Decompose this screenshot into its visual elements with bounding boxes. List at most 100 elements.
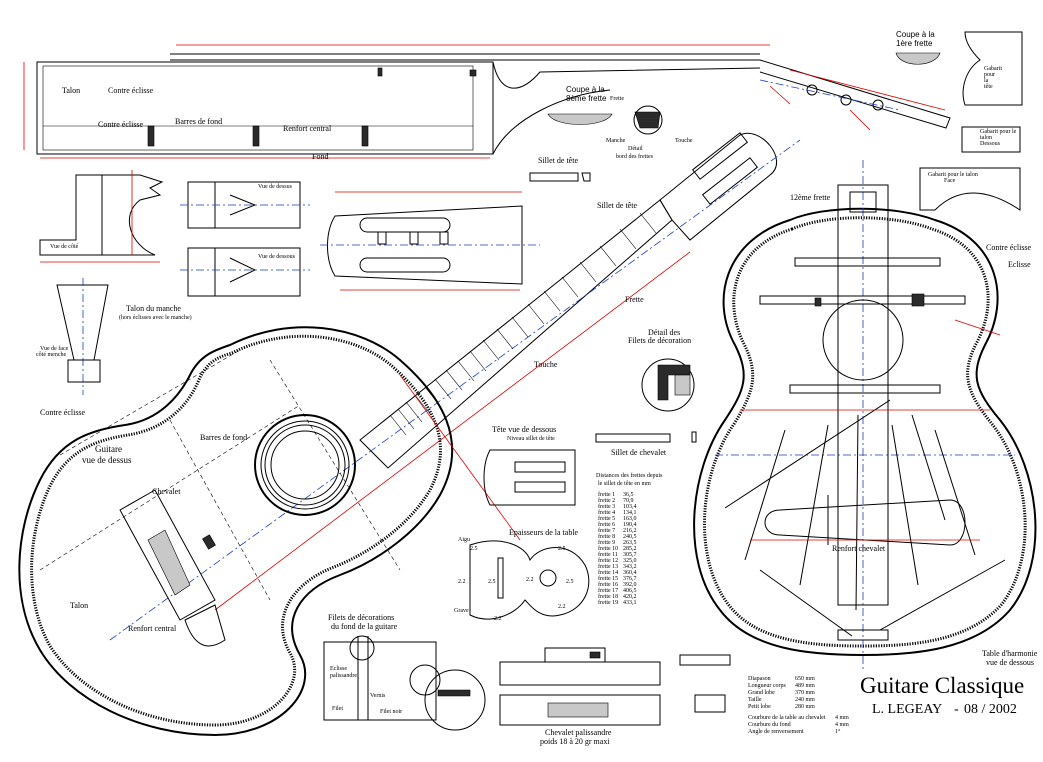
fret-row-value: 433,1 (623, 600, 637, 606)
spec-name: Diapason (748, 676, 771, 682)
label-vue-de-dessus-heel: Vue de dessus (258, 184, 293, 190)
fret1-section: Coupe à la 1ère frette (895, 30, 941, 65)
fret-row-name: frette 16 (598, 581, 618, 588)
thickness-value: 2.5 (488, 579, 496, 585)
head-underside: Tête vue de dessous Niveau sillet de têt… (483, 425, 697, 506)
label-barres-de-fond-top: Barres de fond (200, 433, 247, 442)
fret-row-name: frette 7 (598, 527, 615, 534)
fret-row-value: 376,7 (623, 576, 637, 582)
label-sillet-de-chevalet: Sillet de chevalet (611, 448, 667, 457)
fret-row-value: 134,1 (623, 510, 637, 516)
label-talon-top: Talon (70, 601, 88, 610)
label-vue-de-dessus: vue de dessus (82, 455, 132, 465)
fret-table-heading: Distances des frettes depuis (596, 472, 663, 479)
fret-row-name: frette 10 (598, 545, 618, 552)
label-12eme-frette: 12ème frette (790, 193, 831, 202)
label-gabarit-talon: Gabarit pour le (980, 129, 1017, 135)
spec-value: 240 mm (795, 697, 815, 703)
label-table-harmonie: Table d'harmonie (982, 649, 1038, 658)
thickness-value: 2.2 (558, 604, 566, 610)
label-barres-de-fond: Barres de fond (175, 117, 222, 126)
title-author: L. LEGEAY (872, 702, 942, 717)
label-chevalet-poids: poids 18 à 20 gr maxi (540, 737, 610, 746)
bridge-views: Chevalet palissandre poids 18 à 20 gr ma… (499, 647, 731, 746)
thickness-value: 2.5 (566, 579, 574, 585)
label-coupe-1: Coupe à la (896, 30, 935, 39)
label-vue-de-dessous-heel: Vue de dessous (258, 254, 296, 260)
label-talon-du-manche-sub: (hors éclisses avec le manche) (119, 314, 192, 321)
fret-row-value: 103,4 (623, 504, 637, 510)
label-eclisse-palissandre-b: palissandre (330, 673, 357, 679)
fret-row-name: frette 19 (598, 599, 618, 606)
label-detail-filets-b: Filets de décoration (628, 336, 691, 345)
label-vue-de-cote: Vue de côté (50, 244, 79, 250)
label-gabarit-face-b: Face (944, 178, 956, 184)
title-dash: - (954, 702, 959, 717)
label-coupe-1b: 1ère frette (896, 39, 933, 48)
label-filets-fond: Filets de décorations (328, 613, 394, 622)
label-detail-b: bord des frettes (616, 153, 654, 160)
label-talon-du-manche: Talon du manche (126, 304, 181, 313)
fret-row-name: frette 6 (598, 521, 615, 528)
fret-row-value: 240,5 (623, 534, 637, 540)
label-table-harmonie-b: vue de dessous (986, 658, 1034, 667)
fret-row-name: frette 13 (598, 563, 618, 570)
label-chevalet: Chevalet (152, 487, 181, 496)
spec2-value: 1° (835, 728, 841, 735)
label-renfort-central: Renfort central (283, 124, 332, 133)
label-renfort-central-top: Renfort central (128, 624, 177, 633)
label-talon: Talon (62, 86, 80, 95)
fret-row-value: 36,5 (623, 492, 634, 498)
label-touche: Touche (534, 360, 558, 369)
label-coupe-8: Coupe à la (566, 85, 605, 94)
label-frette-detail: Frette (610, 96, 624, 102)
heel-views: Vue de côté Vue de face côté menche Talo… (36, 170, 310, 395)
label-gabarit-face: Gabarit pour le talon (928, 172, 978, 178)
label-contre-eclisse-top: Contre éclisse (40, 408, 86, 417)
label-fond: Fond (312, 152, 328, 161)
fret-row-value: 343,2 (623, 564, 637, 570)
fret-row-name: frette 8 (598, 533, 615, 540)
spec2-name: Courbure de la table au chevalet (748, 715, 826, 721)
label-detail: Détail (628, 146, 643, 152)
label-filet: Filet (332, 706, 343, 712)
label-grave: Grave (454, 608, 469, 614)
head-side-section (759, 59, 951, 131)
spec-name: Grand lobe (748, 690, 775, 696)
fret-row-name: frette 3 (598, 503, 615, 510)
label-gabarit-talon-b: talon (980, 135, 992, 141)
fret-row-name: frette 1 (598, 491, 615, 498)
templates: Gabarit pour la tête Gabarit pour le tal… (919, 31, 1023, 211)
spec-name: Longueur corps (748, 683, 786, 689)
body-side-section: Talon Contre éclisse Contre éclisse Barr… (23, 44, 770, 161)
fret-table-heading-b: le sillet de tête en mm (598, 481, 651, 487)
thickness-value: 2.2 (494, 616, 502, 622)
soundboard-underside: 12ème frette Contre éclisse Eclisse Renf… (693, 160, 1038, 670)
headstock-top-view (320, 191, 540, 291)
fret-row-name: frette 4 (598, 509, 615, 516)
fret-row-name: frette 5 (598, 515, 615, 522)
label-guitare: Guitare (95, 444, 122, 454)
spec-value: 489 mm (795, 683, 815, 689)
back-purfling: Filets de décorations du fond de la guit… (323, 613, 486, 731)
fret-row-value: 392,0 (623, 582, 637, 588)
spec-value: 280 mm (795, 704, 815, 710)
label-eclisse-right: Eclisse (1008, 260, 1031, 269)
spec-name: Petit lobe (748, 704, 771, 710)
label-aigu: Aigu (458, 537, 470, 543)
label-chevalet-palissandre: Chevalet palissandre (545, 728, 612, 737)
fret-row-name: frette 12 (598, 557, 618, 564)
label-frette: Frette (625, 295, 644, 304)
fret-row-value: 70,9 (623, 498, 634, 504)
label-filets-fond-b: du fond de la guitare (331, 622, 398, 631)
label-contre-eclisse-2: Contre éclisse (98, 120, 144, 129)
label-detail-filets: Détail des (648, 328, 680, 337)
nut-detail: Sillet de tête (529, 156, 591, 182)
fret-row-value: 190,4 (623, 522, 637, 528)
label-contre-eclisse-right: Contre éclisse (986, 243, 1032, 252)
label-coupe-8b: 8ème frette (566, 94, 607, 103)
spec2-value: 4 mm (835, 722, 849, 728)
label-tete-vue-dessous: Tête vue de dessous (492, 425, 556, 434)
